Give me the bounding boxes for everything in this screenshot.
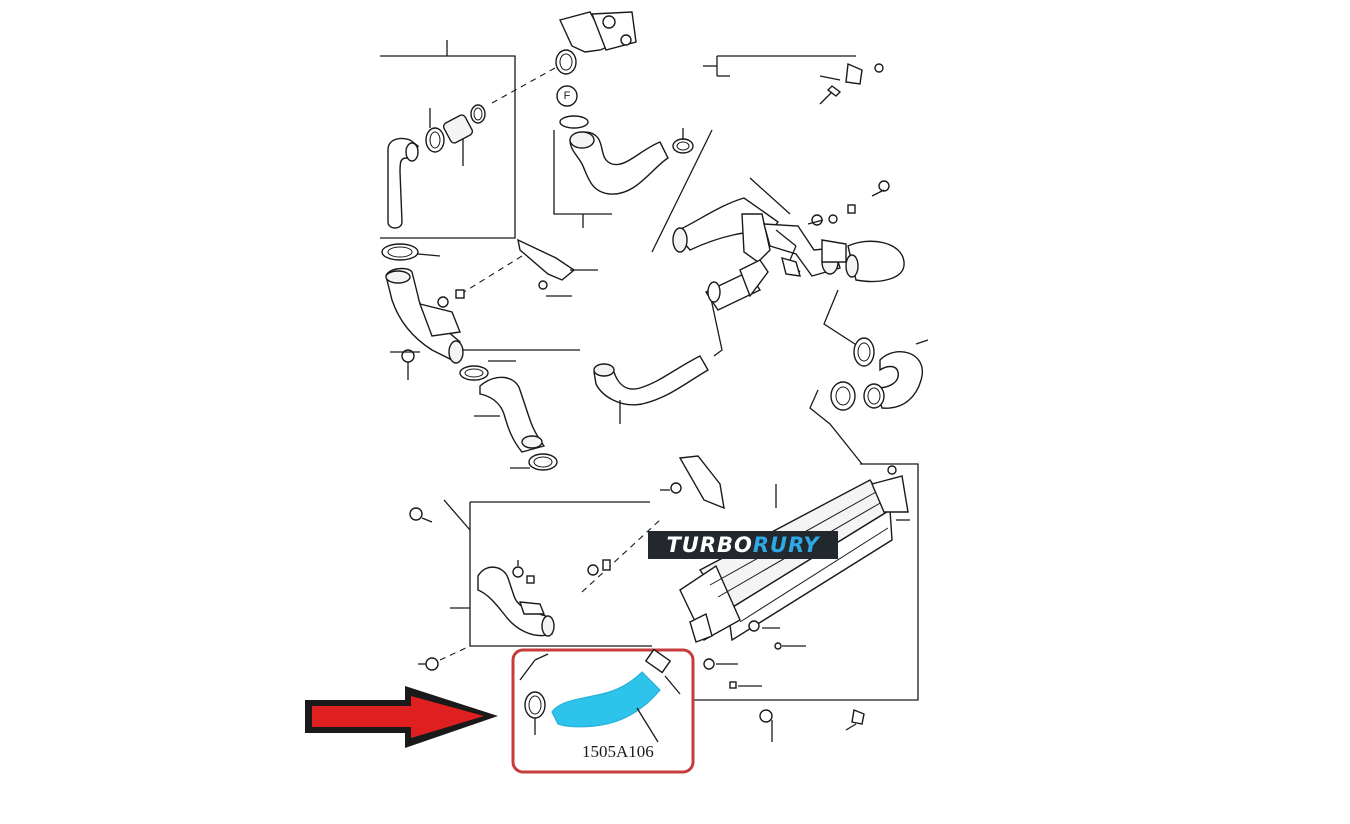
intercooler-fasteners [660,455,865,742]
middle-left-hose-group [381,243,580,471]
reference-marker-f-circle [556,85,578,107]
highlighted-part-frame [511,648,695,774]
hose-group-f [553,85,694,228]
red-arrow-pointer [305,686,498,748]
lower-left-pipe-assembly [409,507,611,671]
center-bracket [455,238,598,299]
center-s-pipe [593,281,723,424]
right-hose-group [809,289,929,465]
reference-marker-f-label: F [563,90,571,102]
highlighted-hose [551,671,661,728]
watermark-text-part1: TURBO [666,533,753,557]
turbo-outlet-pipe [555,11,637,75]
upper-left-bracket-group [380,40,556,239]
top-right-sensor-group [703,55,884,105]
part-number-label: 1505A106 [582,742,654,761]
upper-center-pipe-assembly [651,129,905,311]
watermark-text-part2: RURY [752,533,820,557]
